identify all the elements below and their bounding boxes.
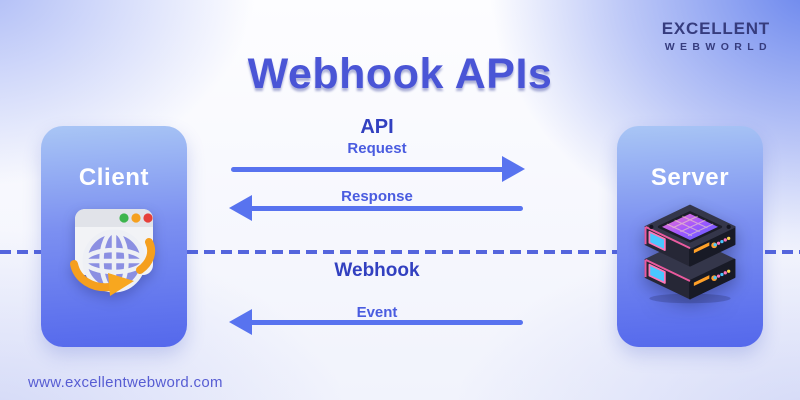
client-node: Client	[41, 126, 187, 347]
webhook-flow-heading: Webhook	[334, 260, 420, 281]
brand-logo-line1: EXCELLENT	[661, 19, 770, 38]
brand-logo: EXCELLENT WEBWORLD	[662, 19, 770, 53]
request-arrow	[231, 156, 525, 182]
event-label: Event	[356, 304, 398, 321]
arrow-head	[229, 195, 252, 221]
server-stack-icon	[632, 202, 748, 304]
brand-logo-line2: WEBWORLD	[664, 41, 773, 53]
page-title: Webhook APIs	[247, 50, 553, 98]
browser-traffic-lights	[119, 213, 153, 223]
response-arrow	[229, 195, 523, 221]
server-stack	[644, 204, 736, 304]
server-node: Server	[617, 126, 763, 347]
api-flow-heading: API	[360, 116, 394, 138]
separator-dashed-line	[0, 250, 800, 254]
client-node-label: Client	[78, 164, 150, 191]
browser-window	[70, 209, 156, 296]
browser-title-bar	[75, 209, 153, 227]
response-label: Response	[341, 188, 413, 205]
server-unit-top	[644, 204, 736, 267]
sync-arrow-icon	[70, 238, 156, 296]
server-node-label: Server	[650, 164, 730, 191]
browser-globe-icon	[70, 206, 156, 296]
arrow-shaft	[248, 319, 523, 325]
arrow-head	[502, 156, 525, 182]
request-label: Request	[347, 140, 407, 157]
arrow-shaft	[248, 205, 523, 211]
arrow-head	[229, 309, 252, 335]
server-screen	[657, 211, 723, 243]
event-arrow	[229, 309, 523, 335]
website-url: www.excellentwebword.com	[28, 374, 223, 391]
arrow-shaft	[231, 166, 506, 172]
